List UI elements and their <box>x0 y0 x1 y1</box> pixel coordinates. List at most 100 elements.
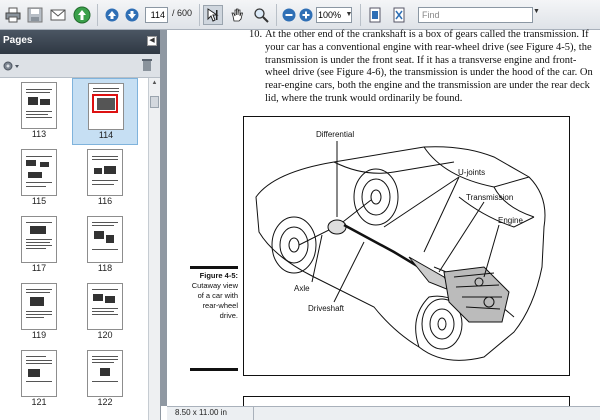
label-driveshaft: Driveshaft <box>308 304 345 313</box>
figure-frame: Differential U-joints Transmission Engin… <box>243 116 570 376</box>
zoom-in-icon <box>299 8 313 22</box>
thumbnails-scrollbar[interactable]: ▲ <box>148 78 160 420</box>
toolbar-separator <box>360 4 361 26</box>
document-viewer: 10. At the other end of the crankshaft i… <box>161 29 600 420</box>
toolbar: 114 / 600 100% ▼ Find ▼ <box>0 0 600 30</box>
chevron-down-icon[interactable]: ▼ <box>345 11 353 18</box>
zoom-out-icon <box>282 8 296 22</box>
thumbnail-label: 113 <box>31 129 47 139</box>
upload-button[interactable] <box>71 5 93 25</box>
select-tool-button[interactable] <box>203 5 223 25</box>
figure-caption: Figure 4-5: Cutaway view of a car with r… <box>190 267 238 321</box>
car-cutaway-illustration: Differential U-joints Transmission Engin… <box>255 130 546 361</box>
thumbnail-label: 122 <box>97 397 113 407</box>
label-differential: Differential <box>316 130 354 139</box>
zoom-in-button[interactable] <box>298 5 314 25</box>
pages-panel-header: Pages ◀ <box>0 30 160 54</box>
page-thumbnails: 113 114 115 116 <box>0 78 148 420</box>
thumbnail-image <box>21 216 57 263</box>
prev-page-icon <box>105 8 119 22</box>
thumbnail-label: 118 <box>97 263 113 273</box>
thumbnail-image <box>21 283 57 330</box>
thumbnail-label: 116 <box>97 196 113 206</box>
print-icon <box>5 7 21 23</box>
thumbnail-image <box>87 216 123 263</box>
next-figure-frame <box>243 396 570 410</box>
pages-panel-toolbar <box>0 54 160 78</box>
hand-tool-icon <box>231 8 244 22</box>
toolbar-separator <box>97 4 98 26</box>
page-thumbnail[interactable]: 115 <box>6 145 72 212</box>
full-screen-icon <box>393 7 405 23</box>
label-engine: Engine <box>498 216 523 225</box>
page-thumbnail[interactable]: 122 <box>72 346 138 413</box>
save-button[interactable] <box>25 5 45 25</box>
thumbnail-image <box>21 149 57 196</box>
status-separator <box>253 407 254 420</box>
thumbnail-image <box>88 83 124 130</box>
pages-panel-title: Pages <box>3 35 33 46</box>
marquee-zoom-icon <box>254 8 269 23</box>
thumbnail-image <box>87 283 123 330</box>
current-view-indicator <box>92 94 118 113</box>
caption-rule-bottom <box>190 368 238 371</box>
thumbnail-image <box>87 149 123 196</box>
page-count: / 600 <box>172 8 193 18</box>
delete-page-button[interactable] <box>141 58 153 75</box>
full-screen-button[interactable] <box>390 5 408 25</box>
page-thumbnail[interactable]: 117 <box>6 212 72 279</box>
print-button[interactable] <box>3 5 23 25</box>
previous-page-button[interactable] <box>103 5 121 25</box>
page-number-input[interactable]: 114 <box>145 7 168 23</box>
page-thumbnail[interactable]: 120 <box>72 279 138 346</box>
scroll-up-arrow[interactable]: ▲ <box>151 80 158 86</box>
marquee-zoom-button[interactable] <box>251 5 271 25</box>
thumbnail-label: 121 <box>31 397 47 407</box>
pages-panel: Pages ◀ 113 114 <box>0 30 161 420</box>
thumbnail-label: 119 <box>31 330 47 340</box>
chevron-left-icon: ◀ <box>149 37 155 44</box>
thumbnail-image <box>21 350 57 397</box>
page-thumbnail[interactable]: 118 <box>72 212 138 279</box>
page-thumbnail[interactable]: 113 <box>6 78 72 145</box>
zoom-out-button[interactable] <box>281 5 297 25</box>
body-paragraph: At the other end of the crankshaft is a … <box>265 29 593 104</box>
status-bar: 8.50 x 11.00 in <box>167 406 600 420</box>
fit-page-button[interactable] <box>366 5 384 25</box>
page-thumbnail[interactable]: 119 <box>6 279 72 346</box>
find-input[interactable]: Find <box>418 7 533 23</box>
label-ujoints: U-joints <box>458 168 485 177</box>
thumbnail-label: 114 <box>98 130 114 140</box>
caption-text: Cutaway view of a car with rear-wheel dr… <box>191 281 238 320</box>
upload-icon <box>73 6 91 24</box>
label-transmission: Transmission <box>466 193 513 202</box>
next-page-button[interactable] <box>123 5 141 25</box>
viewer-gutter <box>161 30 167 406</box>
email-button[interactable] <box>48 5 68 25</box>
hand-tool-button[interactable] <box>227 5 247 25</box>
scrollbar-thumb[interactable] <box>150 96 159 108</box>
thumbnail-label: 120 <box>97 330 113 340</box>
thumbnail-image <box>87 350 123 397</box>
caption-rule-top <box>190 266 238 269</box>
thumbnail-image <box>21 82 57 129</box>
collapse-panel-button[interactable]: ◀ <box>147 36 157 46</box>
thumbnail-label: 117 <box>31 263 47 273</box>
item-number: 10. <box>249 29 263 40</box>
chevron-down-icon[interactable]: ▼ <box>533 8 540 15</box>
options-button[interactable] <box>2 59 20 76</box>
email-icon <box>50 9 66 21</box>
gear-icon <box>3 61 19 71</box>
page-thumbnail[interactable]: 121 <box>6 346 72 413</box>
trash-icon <box>142 59 152 71</box>
page-thumbnail[interactable]: 116 <box>72 145 138 212</box>
zoom-level-select[interactable]: 100% <box>316 7 352 23</box>
next-page-icon <box>125 8 139 22</box>
fit-page-icon <box>369 7 381 23</box>
page-thumbnail-selected[interactable]: 114 <box>72 78 138 145</box>
label-axle: Axle <box>294 284 310 293</box>
page-size-readout: 8.50 x 11.00 in <box>175 408 227 417</box>
save-icon <box>27 7 43 23</box>
thumbnail-label: 115 <box>31 196 47 206</box>
toolbar-separator <box>276 4 277 26</box>
